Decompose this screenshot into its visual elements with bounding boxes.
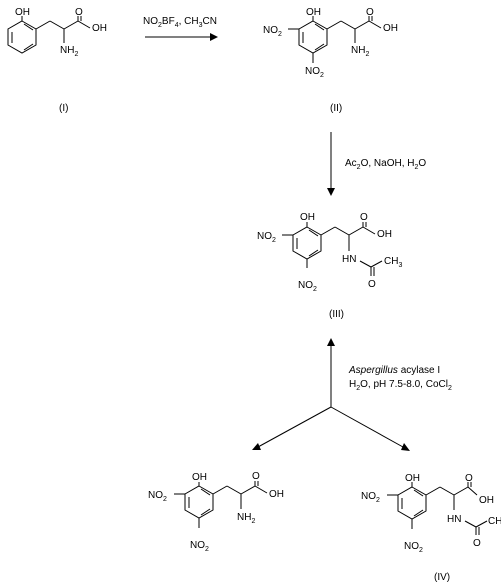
acetamido-nh-label: HN (447, 514, 461, 525)
compound-label: (III) (329, 309, 344, 320)
nitro-label-bottom: NO2 (305, 66, 324, 79)
hydroxyl-label: OH (15, 7, 30, 18)
carbonyl-oxygen-label: O (366, 7, 374, 18)
compound-ii-bonds (288, 16, 382, 63)
compound-label: (IV) (434, 572, 450, 583)
compound-iv-bonds (387, 482, 488, 535)
compound-iii-bonds (282, 222, 383, 276)
carboxyl-oh-label: OH (479, 495, 494, 506)
carboxyl-oh-label: OH (92, 23, 107, 34)
resolution-enzyme: Aspergillus acylase I (348, 365, 440, 376)
hydroxyl-label: OH (306, 7, 321, 18)
nitro-label-bottom: NO2 (404, 541, 423, 554)
reaction-arrow-acetylation (327, 132, 335, 196)
methyl-label: CH3 (488, 516, 501, 529)
nitration-reagents: NO2BF4, CH3CN (143, 16, 217, 29)
acetamido-nh-label: HN (342, 254, 356, 265)
compound-i: OH O OH NH2 (I) (7, 7, 107, 114)
reaction-arrow-nitration (145, 33, 218, 41)
nitro-label-bottom: NO2 (190, 540, 209, 553)
methyl-label: CH3 (384, 256, 402, 269)
nitro-label-top: NO2 (148, 490, 167, 503)
compound-label: (II) (330, 103, 342, 114)
hydroxyl-label: OH (300, 212, 315, 223)
amino-label: NH2 (237, 512, 255, 525)
hydroxyl-label: OH (405, 473, 420, 484)
compound-label: (I) (59, 103, 68, 114)
compound-l-isomer-bonds (174, 481, 268, 528)
acetyl-oxygen-label: O (368, 279, 376, 290)
compound-iii: OH O OH NO2 NO2 HN CH3 O (III) (257, 212, 402, 320)
compound-l-isomer: OH O OH NO2 NO2 NH2 (148, 471, 284, 553)
nitro-label-top: NO2 (361, 491, 380, 504)
hydroxyl-label: OH (192, 472, 207, 483)
amino-label: NH2 (60, 45, 78, 58)
compound-ii: OH O OH NO2 NO2 NH2 (II) (263, 7, 398, 114)
acetyl-oxygen-label: O (473, 538, 481, 549)
carboxyl-oh-label: OH (383, 23, 398, 34)
carboxyl-oh-label: OH (377, 229, 392, 240)
nitro-label-top: NO2 (257, 231, 276, 244)
carbonyl-oxygen-label: O (360, 212, 368, 223)
compound-iv: OH O OH NO2 NO2 HN CH3 O (IV) (361, 473, 501, 583)
amino-label: NH2 (351, 45, 369, 58)
carbonyl-oxygen-label: O (465, 473, 473, 484)
acetylation-reagents: Ac2O, NaOH, H2O (345, 158, 426, 171)
carboxyl-oh-label: OH (269, 489, 284, 500)
reaction-arrows-resolution (252, 338, 410, 451)
compound-i-bonds (7, 16, 91, 54)
resolution-conditions: H2O, pH 7.5-8.0, CoCl2 (349, 379, 452, 392)
carbonyl-oxygen-label: O (252, 471, 260, 482)
carbonyl-oxygen-label: O (75, 7, 83, 18)
nitro-label-bottom: NO2 (298, 280, 317, 293)
nitro-label-top: NO2 (263, 25, 282, 38)
